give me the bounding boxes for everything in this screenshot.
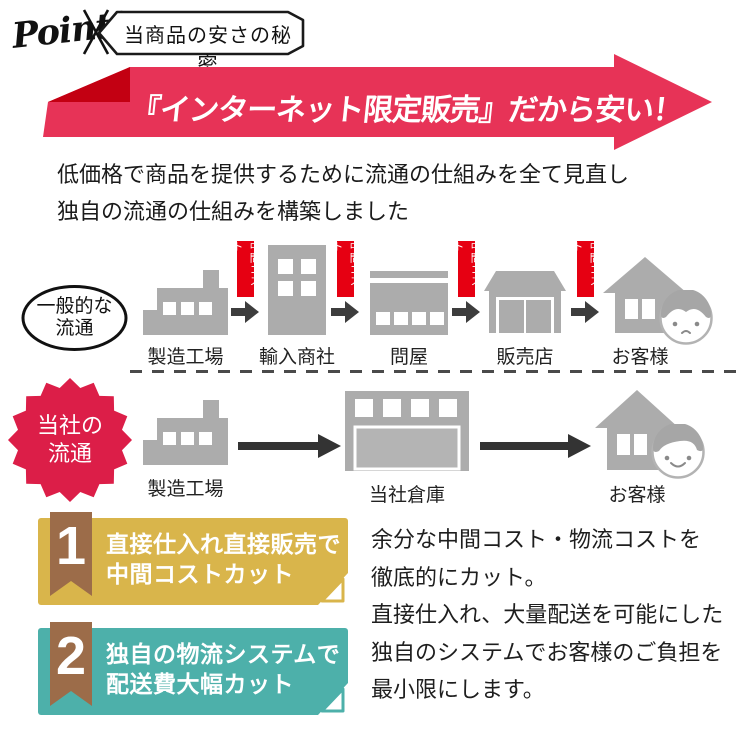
title-tag-icon: [97, 10, 305, 56]
happy-face-icon: [651, 424, 705, 479]
starburst-badge-icon: [8, 378, 132, 502]
intro-line-1: 低価格で商品を提供するために流通の仕組みを全て見直し: [57, 162, 630, 187]
point-2-number: 2: [55, 626, 87, 686]
description-text: 余分な中間コスト・物流コストを 徹底的にカット。 直接仕入れ、大量配送を可能にし…: [371, 521, 736, 709]
description-line-1: 余分な中間コスト・物流コストを: [371, 527, 702, 552]
general-flow-badge-line1: 一般的な: [36, 296, 113, 317]
oval-outline-icon: [21, 285, 128, 351]
point-1-line1: 直接仕入れ直接販売で: [106, 531, 341, 557]
page-fold-icon: [318, 573, 348, 605]
factory-icon: [143, 270, 228, 335]
flow-arrow-icon: [238, 434, 341, 458]
sad-face-icon: [659, 290, 713, 345]
description-line-3: 直接仕入れ、大量配送を可能にした: [371, 602, 724, 627]
point-1-number: 1: [55, 516, 87, 576]
point-2-line2: 配送費大幅カット: [106, 671, 294, 697]
cost-tag: 中間コスト: [453, 241, 482, 297]
warehouse-icon: [345, 391, 469, 471]
point-1-line2: 中間コストカット: [106, 561, 294, 587]
retail-store-icon: [484, 271, 566, 333]
point-2-text: 独自の物流システムで 配送費大幅カット: [106, 639, 340, 699]
factory-icon: [143, 400, 228, 465]
description-line-4: 独自のシステムでお客様のご負担を: [371, 639, 723, 665]
our-flow-badge-line2: 流通: [47, 441, 92, 466]
flow-step-label: 製造工場: [147, 479, 224, 500]
customer-house-icon: [603, 257, 687, 333]
flow-step-label: 製造工場: [147, 347, 224, 368]
banner-headline: 『インターネット限定販売』だから安い！: [129, 94, 684, 127]
flow-arrow-icon: [452, 301, 480, 323]
flow-step-label: 輸入商社: [258, 347, 335, 368]
flow-step-label: 販売店: [496, 347, 554, 368]
trading-company-icon: [268, 245, 326, 335]
intro-line-2: 独自の流通の仕組みを構築しました: [57, 199, 410, 224]
point-2-line1: 独自の物流システムで: [106, 641, 341, 667]
flow-arrow-icon: [480, 434, 591, 458]
page-fold-icon: [318, 683, 348, 715]
description-line-2: 徹底的にカット。: [371, 564, 547, 590]
our-flow-badge: 当社の 流通: [8, 378, 132, 502]
cost-tag: 中間コスト: [572, 241, 601, 297]
cost-tag: 中間コスト: [332, 241, 361, 297]
flow-step-label: 当社倉庫: [368, 485, 445, 506]
our-flow-badge-line1: 当社の: [36, 413, 103, 438]
point-x-mark-icon: [82, 9, 110, 55]
general-flow-badge: 一般的な 流通: [21, 284, 128, 352]
cost-tag: 中間コスト: [232, 241, 261, 297]
intro-text: 低価格で商品を提供するために流通の仕組みを全て見直し 独自の流通の仕組みを構築し…: [57, 156, 629, 230]
point-1-text: 直接仕入れ直接販売で 中間コストカット: [106, 529, 341, 589]
arrow-banner-icon: [43, 54, 712, 150]
ribbon-bookmark-icon: [50, 512, 92, 596]
ribbon-bookmark-icon: [50, 622, 92, 706]
flow-step-label: お客様: [608, 485, 666, 506]
flow-arrow-icon: [331, 301, 359, 323]
description-line-5: 最小限にします。: [371, 677, 545, 702]
wholesaler-icon: [370, 271, 448, 335]
flow-arrow-icon: [231, 301, 259, 323]
dashed-divider: [130, 370, 738, 373]
flow-step-label: お客様: [611, 347, 669, 368]
general-flow-badge-line2: 流通: [55, 318, 94, 339]
flow-arrow-icon: [571, 301, 599, 323]
flow-step-label: 問屋: [389, 347, 428, 368]
